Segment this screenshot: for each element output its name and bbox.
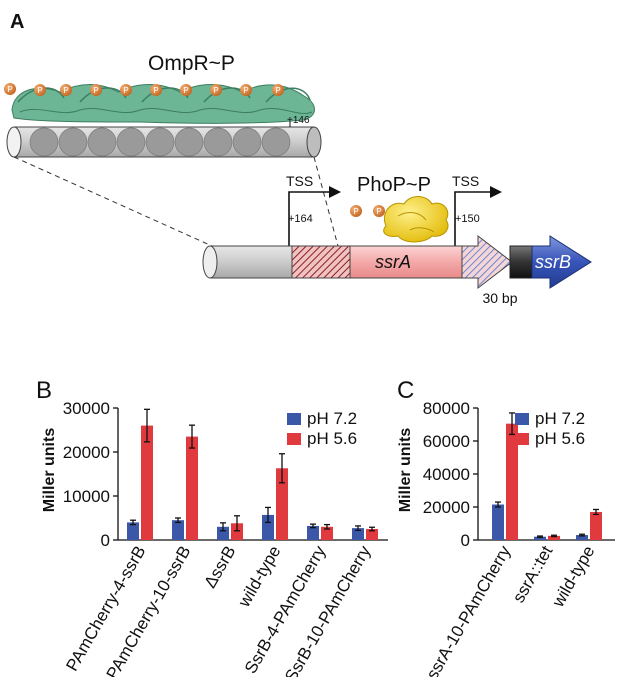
x-tick-label: SsrB-4-PAmCherry bbox=[241, 542, 330, 677]
bar-ph72 bbox=[262, 514, 274, 540]
legend-swatch bbox=[287, 413, 301, 425]
phosphate-icon bbox=[120, 84, 132, 96]
promoter-region bbox=[291, 245, 351, 279]
phosphate-mark: P bbox=[63, 86, 68, 95]
phosphate-icon bbox=[150, 84, 162, 96]
ssra-gene bbox=[349, 245, 463, 279]
ssrb-gene bbox=[531, 235, 592, 289]
legend-label: pH 5.6 bbox=[535, 429, 585, 448]
bar-ph72 bbox=[352, 528, 364, 540]
chart-c: 0 20000 40000 60000 80000 ssrA-10-PAmCherryss… bbox=[423, 399, 615, 677]
y-tick-label: 40000 bbox=[423, 465, 470, 484]
ssra-label: ssrA bbox=[375, 252, 411, 272]
phosphate-mark: P bbox=[243, 86, 248, 95]
phosphate-mark: P bbox=[353, 207, 358, 216]
panel-a-label: A bbox=[10, 11, 24, 33]
spacer-label: 30 bp bbox=[482, 290, 517, 306]
panel-b-label: B bbox=[36, 377, 52, 404]
phosphate-icon bbox=[373, 205, 385, 217]
y-tick-label: 10000 bbox=[63, 487, 110, 506]
bar-ph72 bbox=[534, 536, 546, 540]
bar-ph72 bbox=[307, 525, 319, 540]
legend-swatch bbox=[287, 433, 301, 445]
bar-ph56 bbox=[231, 523, 243, 540]
chart-b: 0 10000 20000 30000PAmCherry-4-ssrBPAmCherr… bbox=[62, 399, 388, 677]
legend-swatch bbox=[515, 413, 529, 425]
panel-c-label: C bbox=[397, 377, 414, 404]
bar-ph56 bbox=[366, 529, 378, 540]
phosphate-beads: P P P P P P P P P P bbox=[4, 83, 284, 96]
phosphate-mark: P bbox=[376, 207, 381, 216]
zoom-line-right bbox=[313, 156, 339, 247]
tss-label-1: TSS bbox=[286, 173, 313, 189]
y-tick-label: 30000 bbox=[63, 399, 110, 418]
phosphate-icon bbox=[4, 83, 16, 95]
x-tick-label: ΔssrB bbox=[200, 543, 239, 592]
legend-label: pH 7.2 bbox=[535, 409, 585, 428]
zoom-line-left bbox=[13, 156, 213, 247]
phosphate-icon bbox=[60, 84, 72, 96]
y-tick-label: 20000 bbox=[423, 498, 470, 517]
x-tick-label: PAmCherry-10-ssrB bbox=[103, 543, 195, 677]
tss-arrow-2 bbox=[454, 186, 502, 246]
phosphate-icon bbox=[34, 84, 46, 96]
bar-ph72 bbox=[576, 535, 588, 540]
y-tick-label: 20000 bbox=[63, 443, 110, 462]
phop-protein bbox=[383, 196, 449, 243]
dna-cylinder-top bbox=[6, 126, 322, 158]
bar-ph72 bbox=[217, 526, 229, 540]
bar-ph56 bbox=[186, 436, 198, 540]
phosphate-icon bbox=[240, 84, 252, 96]
x-tick-label: ssrA::tet bbox=[509, 542, 557, 606]
y-tick-label: 80000 bbox=[423, 399, 470, 418]
position-146-label: +146 bbox=[287, 115, 310, 126]
legend-swatch bbox=[515, 433, 529, 445]
phosphate-mark: P bbox=[123, 86, 128, 95]
phosphate-icon bbox=[210, 84, 222, 96]
y-axis-label-b: Miller units bbox=[41, 428, 58, 513]
phosphate-mark: P bbox=[153, 86, 158, 95]
bar-ph56 bbox=[548, 535, 560, 540]
position-150-label: +150 bbox=[455, 213, 480, 225]
x-tick-label: ssrA-10-PAmCherry bbox=[423, 542, 515, 677]
phosphate-icon bbox=[350, 205, 362, 217]
phosphate-mark: P bbox=[7, 85, 12, 94]
y-tick-label: 0 bbox=[461, 531, 470, 550]
tss-label-2: TSS bbox=[452, 173, 479, 189]
bar-ph56 bbox=[321, 526, 333, 540]
phosphate-mark: P bbox=[93, 86, 98, 95]
phosphate-icon bbox=[90, 84, 102, 96]
phosphate-mark: P bbox=[213, 86, 218, 95]
legend-label: pH 7.2 bbox=[307, 409, 357, 428]
ssrb-label: ssrB bbox=[535, 252, 571, 272]
y-tick-label: 0 bbox=[101, 531, 110, 550]
y-tick-label: 60000 bbox=[423, 432, 470, 451]
bar-ph56 bbox=[141, 425, 153, 540]
gene-diagram bbox=[202, 234, 592, 290]
position-164-label: +164 bbox=[288, 213, 313, 225]
bar-ph72 bbox=[172, 520, 184, 540]
phosphate-icon bbox=[180, 84, 192, 96]
bar-ph56 bbox=[590, 511, 602, 540]
bar-ph72 bbox=[127, 522, 139, 540]
spacer-region bbox=[509, 245, 533, 279]
ompr-filament bbox=[11, 84, 315, 124]
phosphate-mark: P bbox=[275, 86, 280, 95]
phosphate-mark: P bbox=[37, 86, 42, 95]
bar-ph72 bbox=[492, 504, 504, 540]
ompr-label: OmpR~P bbox=[148, 52, 235, 75]
bar-ph56 bbox=[506, 423, 518, 540]
y-axis-label-c: Miller units bbox=[397, 428, 414, 513]
legend-label: pH 5.6 bbox=[307, 429, 357, 448]
phop-label: PhoP~P bbox=[357, 174, 431, 196]
phosphate-icon bbox=[272, 84, 284, 96]
x-tick-label: PAmCherry-4-ssrB bbox=[62, 543, 149, 675]
tss-arrow-1 bbox=[288, 186, 341, 246]
phosphate-mark: P bbox=[183, 86, 188, 95]
x-tick-label: wild-type bbox=[234, 543, 285, 611]
bar-ph56 bbox=[276, 468, 288, 540]
